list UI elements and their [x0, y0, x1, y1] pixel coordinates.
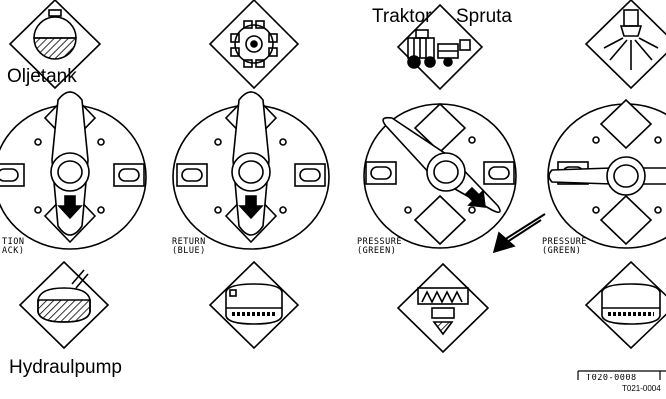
valve-4-caption: PRESSURE (GREEN) — [542, 238, 587, 256]
valve-4-pressure — [547, 98, 666, 249]
valve-3-caption-line1: PRESSURE — [357, 237, 402, 247]
top-diamond-nozzle — [584, 0, 666, 90]
bottom-diamond-boom — [396, 262, 490, 354]
bottom-diamond-sprayer-tank-2 — [584, 260, 666, 350]
flow-arrow — [492, 213, 546, 254]
reference-box — [577, 370, 666, 380]
valve-2-return — [172, 90, 330, 250]
valve-1-caption-line2: ACK) — [2, 246, 25, 256]
label-spruta: Spruta — [456, 6, 512, 27]
label-oljetank: Oljetank — [7, 66, 77, 87]
top-diamond-pump — [208, 0, 300, 90]
valve-1-tank-return — [0, 90, 147, 250]
valve-2-caption: RETURN (BLUE) — [172, 238, 206, 256]
valve-3-pressure — [363, 102, 517, 249]
top-diamond-tractor-sprayer — [396, 3, 484, 91]
valve-3-caption-line2: (GREEN) — [357, 246, 397, 256]
valve-1-caption: TION ACK) — [2, 238, 24, 256]
valve-3-caption: PRESSURE (GREEN) — [357, 238, 402, 256]
reference-code: T021-0004 — [622, 384, 661, 393]
valve-4-caption-line1: PRESSURE — [542, 237, 587, 247]
bottom-diamond-oil-tank — [18, 260, 110, 350]
reference-boxed-code: T020-0008 — [586, 374, 637, 383]
top-diamond-oil-tank — [8, 0, 102, 90]
valve-2-caption-line2: (BLUE) — [172, 246, 206, 256]
label-traktor: Traktor — [372, 6, 432, 27]
valve-1-caption-line1: TION — [2, 237, 25, 247]
valve-2-caption-line1: RETURN — [172, 237, 206, 247]
label-hydraulpump: Hydraulpump — [9, 357, 122, 378]
valve-4-caption-line2: (GREEN) — [542, 246, 582, 256]
bottom-diamond-sprayer-tank — [208, 260, 300, 350]
